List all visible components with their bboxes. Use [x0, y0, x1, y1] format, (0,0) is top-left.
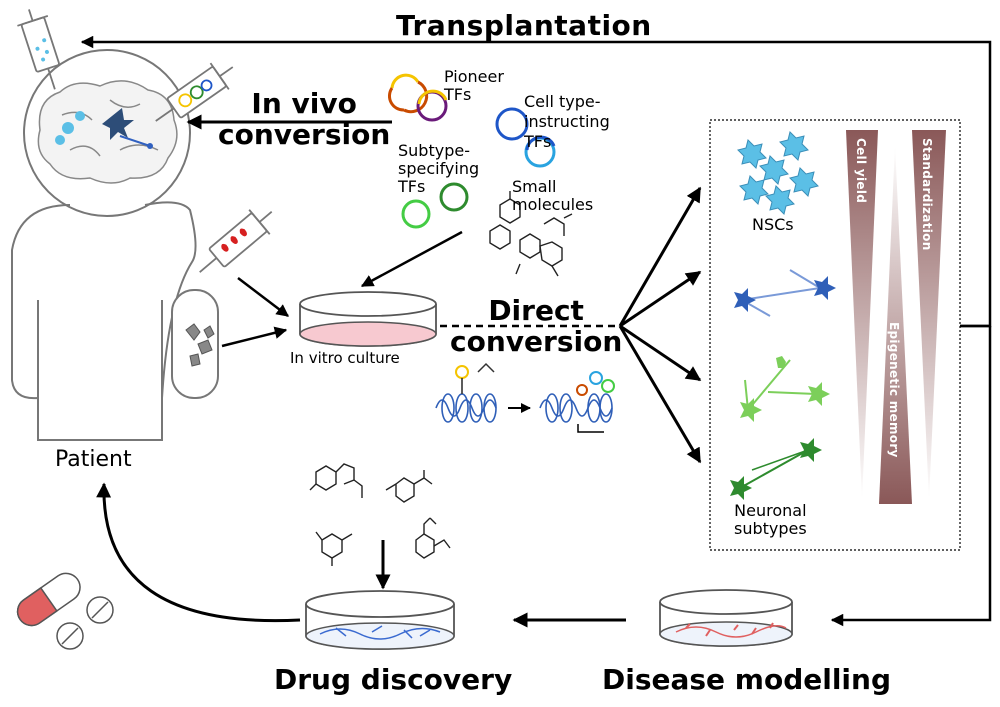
epigenetic-memory-label: Epigenetic memory: [887, 322, 901, 458]
disease-modelling-dish: [659, 589, 793, 647]
drug-molecules: [309, 463, 451, 566]
chromatin-icon-closed: [435, 362, 497, 423]
neuronal-subtypes-label: Neuronal subtypes: [734, 501, 807, 538]
standardization-bar: [912, 130, 946, 500]
cell-yield-bar: [846, 130, 878, 500]
in-vivo-conversion-label: In vivo conversion: [218, 87, 391, 152]
nsc-cluster: [737, 131, 819, 215]
cell-types-box: [709, 119, 961, 551]
small-molecule-structures: [489, 191, 573, 277]
syringe-icon-tfs: [155, 62, 234, 122]
epigenetic-memory-bar: [879, 145, 912, 504]
disease-modelling-label: Disease modelling: [602, 663, 892, 696]
syringe-icon-arm: [199, 209, 273, 273]
brain-icon: [37, 80, 178, 184]
syringe-icon-head: [17, 9, 60, 90]
blood-to-culture-arrow: [237, 277, 289, 317]
small-molecules-label: Small molecules: [512, 177, 594, 214]
skin-to-culture-arrow: [221, 326, 288, 348]
neuron-blue: [734, 269, 836, 317]
chromatin-icon-open: [539, 371, 615, 433]
pioneer-tfs-label: Pioneer TFs: [444, 67, 504, 104]
subtype-tfs-label: Subtype- specifying TFs: [398, 141, 480, 196]
transplantation-label: Transplantation: [396, 9, 652, 42]
cell-type-tfs-label: Cell type- instructing TFs: [524, 92, 610, 151]
molecules-to-culture-arrow: [360, 230, 463, 288]
patient-figure: [11, 49, 219, 441]
culture-dish: [299, 291, 437, 347]
fan-arrows: [618, 186, 702, 464]
nscs-label: NSCs: [752, 215, 794, 234]
drug-discovery-label: Drug discovery: [274, 663, 513, 696]
pill-icons: [16, 572, 114, 650]
neuron-green: [740, 356, 830, 422]
cell-yield-label: Cell yield: [854, 138, 868, 204]
brain-cells: [55, 108, 153, 149]
neuron-dark-green: [730, 438, 822, 500]
drug-discovery-dish: [305, 590, 455, 650]
tf-plasmids: [388, 73, 556, 229]
drug-to-patient-arrow: [96, 482, 301, 623]
standardization-label: Standardization: [920, 138, 934, 251]
patient-label: Patient: [55, 447, 132, 472]
in-vitro-culture-label: In vitro culture: [290, 349, 400, 367]
direct-conversion-label: Direct conversion: [450, 294, 623, 359]
skin-cells-icon: [185, 323, 215, 367]
